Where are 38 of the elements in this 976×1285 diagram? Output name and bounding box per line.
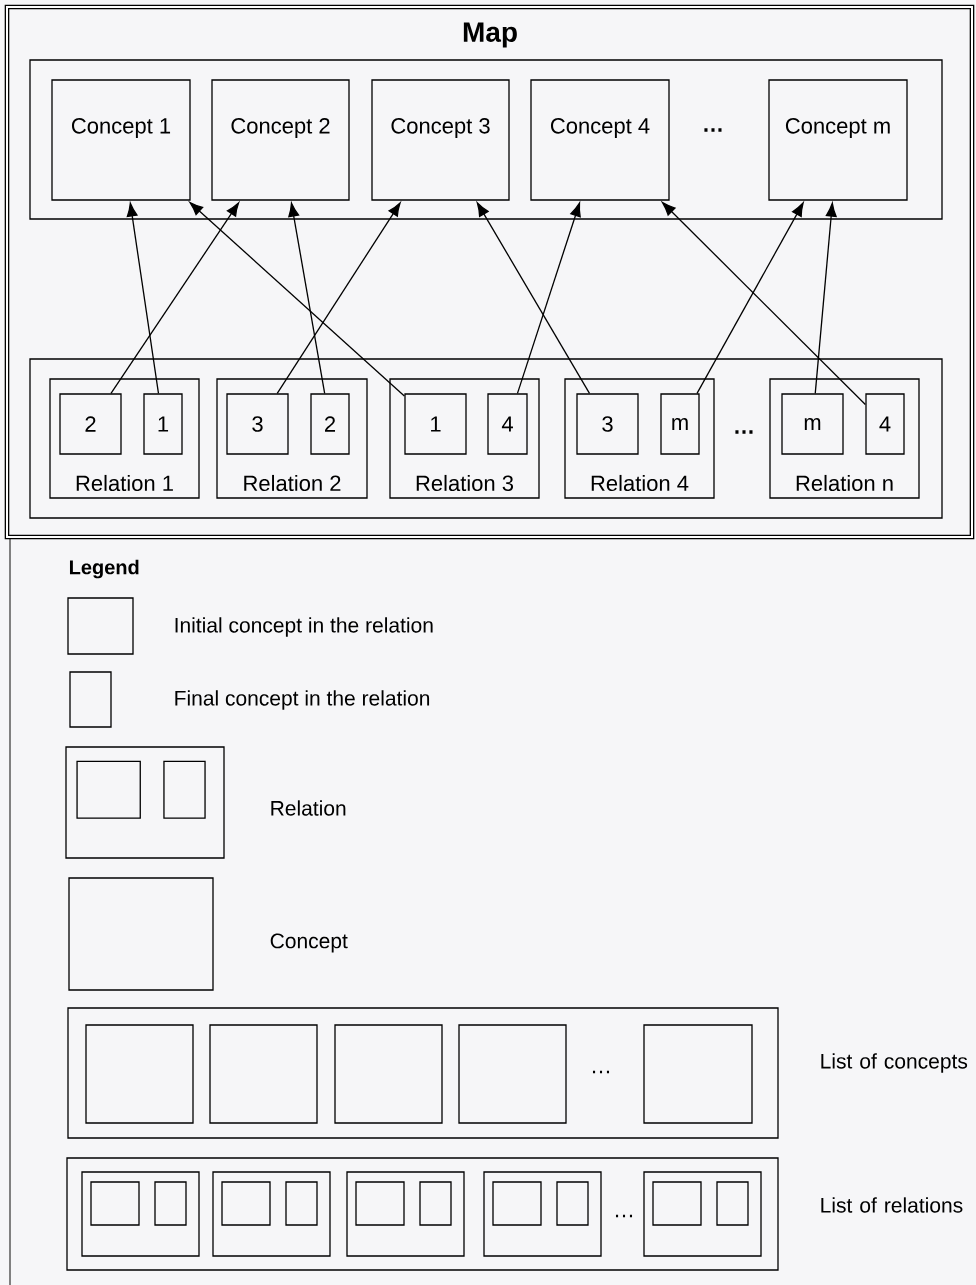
ellipsis: …	[616, 1214, 632, 1218]
concept-box: Concept 1	[51, 79, 191, 201]
final-concept-box: 1	[143, 393, 183, 455]
initial-concept-box: 3	[226, 393, 289, 455]
legend-text: List of relations	[821, 1197, 963, 1213]
legend-title: Legend	[70, 559, 139, 579]
initial-concept-box: 3	[576, 393, 639, 455]
legend-text: Final concept in the relation	[175, 690, 430, 710]
concept-list-box	[29, 59, 943, 220]
concept-box: Concept 2	[211, 79, 350, 201]
final-concept-box: 4	[487, 393, 528, 455]
arrow	[110, 202, 240, 394]
legend-text: Initial concept in the relation	[175, 617, 433, 637]
ellipsis: …	[704, 128, 722, 132]
arrow	[814, 202, 837, 394]
arrow	[288, 202, 326, 394]
arrow	[276, 202, 401, 394]
ellipsis: …	[735, 430, 753, 434]
final-concept-box: 4	[865, 393, 905, 455]
ellipsis: …	[593, 1070, 609, 1074]
concept-box: Concept 3	[371, 79, 510, 201]
legend-text: Relation	[271, 800, 346, 816]
legend-text: List of concepts	[821, 1053, 968, 1073]
legend-text: Concept	[270, 933, 348, 953]
arrow	[696, 202, 804, 394]
initial-concept-box: 2	[59, 393, 122, 455]
initial-concept-box: 1	[404, 393, 467, 455]
concept-box: Concept 4	[530, 79, 670, 201]
relation-list-box	[29, 358, 943, 519]
arrow	[476, 202, 591, 394]
arrow	[189, 201, 405, 397]
initial-concept-box: m	[781, 393, 844, 455]
arrow	[126, 202, 160, 394]
final-concept-box: m	[660, 393, 700, 455]
arrow	[661, 201, 866, 406]
arrow	[516, 202, 581, 394]
final-concept-box: 2	[310, 393, 350, 455]
concept-box: Concept m	[768, 79, 908, 201]
